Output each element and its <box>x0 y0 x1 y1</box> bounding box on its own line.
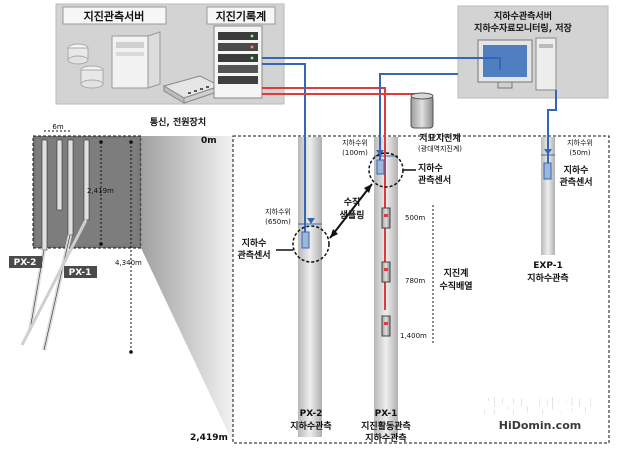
px1-sensor-label-2: 관측센서 <box>418 174 451 186</box>
server-box-title: 지진관측서버 <box>84 9 145 23</box>
surface-seismometer-label: 지표지진계 <box>419 132 460 144</box>
well-layout-schematic: 6m 2,419m 4,340m PX-2 PX-1 <box>9 123 142 354</box>
monitor-server-subtitle: 지하수자료모니터링, 저장 <box>474 22 572 34</box>
px2-water-level-marker <box>307 218 315 224</box>
exp1-water-level-label: 지하수위 <box>567 138 593 147</box>
vertical-sampling-label-1: 수직 <box>344 197 361 208</box>
top-left-panel: 지진관측서버 지진기록계 <box>55 3 285 105</box>
px2-sensor-icon <box>301 231 310 249</box>
exp1-name: EXP-1 <box>533 261 563 271</box>
exp1-water-level-value: (50m) <box>569 149 590 157</box>
seismic-recorder-rack-icon <box>213 25 263 99</box>
px2-sensor-callout <box>292 225 330 263</box>
depth-label-2419: 2,419m <box>87 187 114 195</box>
exp1-sensor-label-1: 지하수 <box>564 164 589 176</box>
px2-well <box>298 137 322 437</box>
surface-seismometer-sublabel: (광대역지진계) <box>418 144 462 153</box>
seismometer-array <box>381 207 391 337</box>
px1-description-1: 지진활동관측 <box>361 420 411 432</box>
sampling-arrow <box>329 183 373 239</box>
px1-name: PX-1 <box>375 409 398 419</box>
px2-name: PX-2 <box>300 409 323 419</box>
exp1-water-level-marker <box>544 149 552 155</box>
watermark-logo: 경북도민일보 <box>479 395 595 419</box>
exp1-sensor-icon <box>543 162 552 180</box>
px2-tag: PX-2 <box>14 258 37 268</box>
px2-sensor-label-1: 지하수 <box>242 237 267 249</box>
px1-tag: PX-1 <box>69 268 92 278</box>
surface-seismometer-icon <box>410 92 434 129</box>
watermark-url: HiDomin.com <box>499 419 581 432</box>
px1-water-level-label: 지하수위 <box>342 138 368 147</box>
px2-water-level-label: 지하수위 <box>265 207 291 216</box>
px1-sensor-icon <box>376 159 385 175</box>
cables <box>262 57 557 310</box>
newspaper-watermark: 경북도민일보 HiDomin.com <box>479 395 596 432</box>
monitor-computer-icon <box>477 37 557 91</box>
exp1-description: 지하수관측 <box>527 272 568 284</box>
bottom-depth-label: 2,419m <box>190 433 228 443</box>
px1-water-level-marker <box>376 150 384 156</box>
seismic-array-label-2: 수직배열 <box>439 280 472 292</box>
top-right-panel: 지하수관측서버 지하수자료모니터링, 저장 <box>457 5 609 99</box>
surface-depth-label: 0m <box>201 136 217 146</box>
depth-1400-label: 1,400m <box>400 332 427 340</box>
disk-stack-icon <box>67 43 104 89</box>
depth-500-label: 500m <box>405 214 425 222</box>
server-tower-icon <box>111 31 161 89</box>
recorder-box-title: 지진기록계 <box>216 9 267 23</box>
depth-780-label: 780m <box>405 277 425 285</box>
px1-sensor-label-1: 지하수 <box>418 162 443 174</box>
seismic-array-label-1: 지진계 <box>444 267 469 279</box>
network-switch-icon <box>162 75 222 104</box>
well-spacing-label: 6m <box>52 123 63 131</box>
zoom-projection <box>141 136 233 443</box>
px2-sensor-label-2: 관측센서 <box>237 249 270 261</box>
px2-water-level-value: (650m) <box>265 218 291 226</box>
exp1-sensor-label-2: 관측센서 <box>559 176 592 188</box>
px1-water-level-value: (100m) <box>342 149 368 157</box>
px2-description: 지하수관측 <box>290 420 331 432</box>
depth-label-4340: 4,340m <box>115 259 142 267</box>
monitor-server-title: 지하수관측서버 <box>494 10 552 22</box>
comm-power-label: 통신, 전원장치 <box>150 116 206 128</box>
px1-description-2: 지하수관측 <box>365 432 406 444</box>
